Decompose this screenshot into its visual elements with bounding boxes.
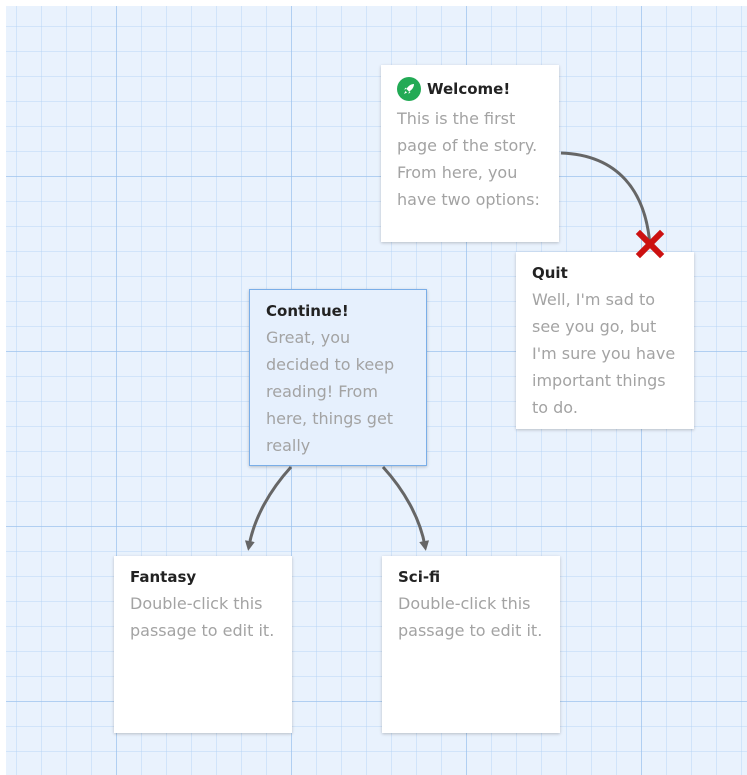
link-continue-to-fantasy <box>244 465 293 551</box>
passage-title-text: Welcome! <box>427 80 511 98</box>
passage-title: Continue! <box>266 302 349 320</box>
passage-excerpt: This is the first page of the story. Fro… <box>397 109 540 209</box>
passage-excerpt: Double-click this passage to edit it. <box>130 594 275 640</box>
passage-title: Sci-fi <box>398 568 441 586</box>
passage-excerpt: Great, you decided to keep reading! From… <box>266 328 395 455</box>
passage-excerpt: Well, I'm sad to see you go, but I'm sur… <box>532 290 676 417</box>
story-map-canvas[interactable]: Welcome! This is the first page of the s… <box>6 6 747 775</box>
broken-link-icon <box>635 229 665 259</box>
passage-title: Fantasy <box>130 568 197 586</box>
rocket-icon <box>397 77 421 101</box>
passage-quit[interactable]: Quit Well, I'm sad to see you go, but I'… <box>516 252 694 429</box>
passage-title: Welcome! <box>397 77 549 101</box>
passage-welcome[interactable]: Welcome! This is the first page of the s… <box>381 65 559 242</box>
passage-fantasy[interactable]: Fantasy Double-click this passage to edi… <box>114 556 292 733</box>
passage-title: Quit <box>532 264 568 282</box>
passage-scifi[interactable]: Sci-fi Double-click this passage to edit… <box>382 556 560 733</box>
passage-excerpt: Double-click this passage to edit it. <box>398 594 543 640</box>
link-continue-to-scifi <box>381 465 430 551</box>
passage-continue[interactable]: Continue! Great, you decided to keep rea… <box>249 289 427 466</box>
